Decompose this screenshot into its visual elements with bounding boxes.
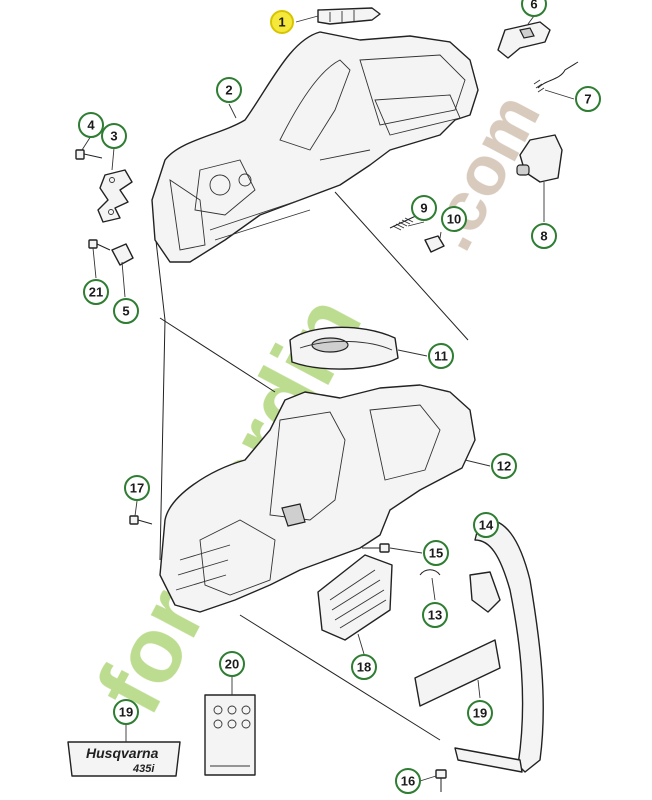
part-spring-7: [533, 61, 579, 93]
part-screw-21: [88, 239, 111, 251]
svg-text:9: 9: [420, 201, 427, 216]
callout-6[interactable]: 6: [521, 0, 547, 17]
callout-12[interactable]: 12: [491, 453, 517, 479]
part-trigger-lockout: [497, 21, 551, 59]
svg-text:21: 21: [89, 285, 103, 300]
decal-model-text: 435i: [132, 763, 155, 775]
svg-text:14: 14: [479, 518, 494, 533]
callout-11[interactable]: 11: [428, 343, 454, 369]
svg-text:19: 19: [473, 706, 487, 721]
callout-14[interactable]: 14: [473, 512, 499, 538]
callout-2[interactable]: 2: [216, 77, 242, 103]
svg-text:18: 18: [357, 660, 371, 675]
svg-text:20: 20: [225, 657, 239, 672]
svg-text:4: 4: [87, 118, 95, 133]
part-warning-label: [204, 694, 256, 776]
part-bolt-16: [435, 769, 447, 792]
part-throttle-trigger: [516, 134, 563, 183]
svg-text:15: 15: [429, 546, 443, 561]
svg-text:2: 2: [225, 83, 232, 98]
part-clip: [111, 243, 134, 266]
part-decal-brand: Husqvarna 435i: [67, 741, 181, 777]
svg-text:1: 1: [278, 15, 285, 30]
part-screw-13: [419, 569, 441, 576]
svg-text:16: 16: [401, 774, 415, 789]
part-front-handle: [454, 518, 544, 773]
assembly-lines: [154, 191, 469, 741]
decal-brand-text: Husqvarna: [86, 745, 159, 761]
part-bracket: [97, 169, 133, 223]
callout-4[interactable]: 4: [78, 112, 104, 138]
callout-9[interactable]: 9: [411, 195, 437, 221]
callout-20[interactable]: 20: [219, 651, 245, 677]
part-screw-15: [362, 543, 390, 553]
svg-text:12: 12: [497, 459, 511, 474]
part-plunger: [424, 235, 445, 253]
leader-lines: [81, 15, 575, 782]
part-muffler-guard: [317, 554, 393, 641]
part-screw-4: [75, 149, 103, 160]
callout-21[interactable]: 21: [83, 279, 109, 305]
svg-text:8: 8: [540, 229, 547, 244]
callout-16[interactable]: 16: [395, 768, 421, 794]
callout-17[interactable]: 17: [124, 475, 150, 501]
callout-13[interactable]: 13: [422, 602, 448, 628]
callout-19-decal[interactable]: 19: [113, 699, 139, 725]
callout-7[interactable]: 7: [575, 86, 601, 112]
callout-10[interactable]: 10: [441, 206, 467, 232]
svg-text:19: 19: [119, 705, 133, 720]
svg-text:3: 3: [110, 129, 117, 144]
callouts: 1 2 3 4 5 6 7 8 9 10 11 12 13 14 15: [78, 0, 601, 794]
part-decal-strip: [414, 639, 501, 707]
callout-1[interactable]: 1: [270, 10, 294, 34]
svg-text:13: 13: [428, 608, 442, 623]
callout-5[interactable]: 5: [113, 298, 139, 324]
part-filter-cover: [289, 326, 399, 370]
callout-19-strip[interactable]: 19: [467, 700, 493, 726]
part-upper-housing: [151, 31, 479, 263]
callout-3[interactable]: 3: [101, 123, 127, 149]
svg-text:10: 10: [447, 212, 461, 227]
svg-text:7: 7: [584, 92, 591, 107]
part-crankcase: [159, 384, 476, 613]
svg-text:11: 11: [434, 349, 448, 364]
callout-8[interactable]: 8: [531, 223, 557, 249]
part-top-trim: [317, 7, 381, 25]
part-screw-17: [129, 515, 153, 525]
svg-text:6: 6: [530, 0, 537, 12]
svg-text:5: 5: [122, 304, 129, 319]
callout-15[interactable]: 15: [423, 540, 449, 566]
svg-text:17: 17: [130, 481, 144, 496]
callout-18[interactable]: 18: [351, 654, 377, 680]
